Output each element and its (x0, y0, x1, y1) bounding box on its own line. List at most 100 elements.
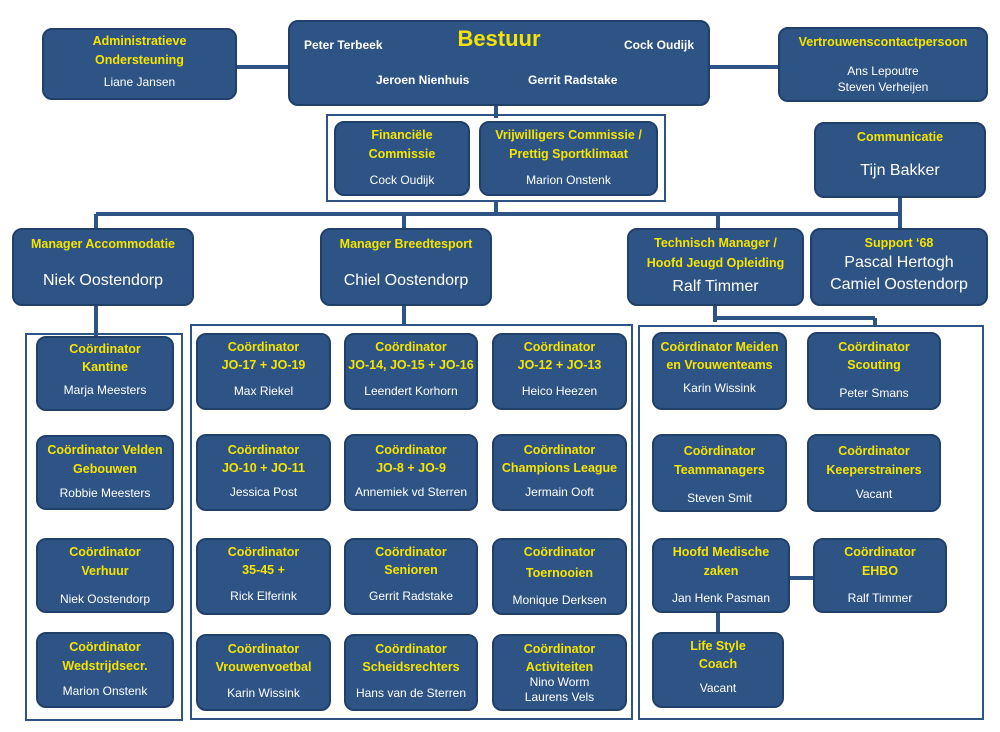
bestuur-member: Gerrit Radstake (528, 73, 618, 87)
person-name: Laurens Vels (524, 690, 595, 704)
person-name: Nino Worm (529, 675, 590, 689)
person-name: Jermain Ooft (525, 485, 594, 499)
person-name: Robbie Meesters (59, 486, 151, 500)
person-name: Marja Meesters (63, 383, 147, 397)
coordinator-jo8-jo9-box: Coördinator JO-8 + JO-9 Annemiek vd Ster… (344, 434, 478, 511)
person-name: Annemiek vd Sterren (354, 485, 468, 499)
box-title: Coördinator (523, 443, 596, 457)
person-name: Cock Oudijk (369, 173, 435, 187)
box-title: Coördinator (683, 444, 756, 458)
box-title: Hoofd Medische (672, 545, 770, 559)
person-name: Ralf Timmer (672, 278, 759, 295)
coordinator-teammanagers-box: Coördinator Teammanagers Steven Smit (652, 434, 787, 512)
box-title: JO-10 + JO-11 (221, 461, 306, 475)
box-title: Coördinator (375, 642, 447, 656)
person-name: Liane Jansen (103, 75, 176, 89)
manager-accommodatie-box: Manager Accommodatie Niek Oostendorp (12, 228, 194, 306)
coordinator-35-45-box: Coördinator 35-45 + Rick Elferink (196, 538, 331, 615)
coordinator-jo12-jo13-box: Coördinator JO-12 + JO-13 Heico Heezen (492, 333, 627, 410)
manager-breedtesport-box: Manager Breedtesport Chiel Oostendorp (320, 228, 492, 306)
box-title: Prettig Sportklimaat (509, 147, 628, 161)
box-title: Coördinator (227, 443, 300, 457)
box-title: Technisch Manager / (654, 236, 777, 250)
person-name: Vacant (855, 487, 893, 501)
support-68-box: Support ‘68 Pascal Hertogh Camiel Oosten… (810, 228, 988, 306)
coordinator-ehbo-box: Coördinator EHBO Ralf Timmer (813, 538, 947, 613)
person-name: Niek Oostendorp (42, 272, 164, 289)
coordinator-meiden-vrouwenteams-box: Coördinator Meiden en Vrouwenteams Karin… (652, 332, 787, 410)
box-title: Senioren (384, 563, 438, 577)
box-title: Scouting (847, 358, 901, 372)
box-title: Communicatie (856, 130, 944, 144)
box-title: Coördinator (69, 640, 141, 654)
accommodatie-coordinators-group (25, 333, 183, 721)
communicatie-box: Communicatie Tijn Bakker (814, 122, 986, 198)
box-title: Coördinator (375, 443, 447, 457)
box-title: Coördinator (838, 340, 910, 354)
bestuur-member: Cock Oudijk (623, 38, 694, 52)
coordinator-activiteiten-box: Coördinator Activiteiten Nino Worm Laure… (492, 634, 627, 711)
box-title: Coördinator (523, 545, 596, 559)
person-name: Ans Lepoutre (847, 64, 919, 78)
box-title: Coördinator Meiden (660, 340, 779, 354)
box-title: EHBO (861, 564, 899, 578)
coordinator-senioren-box: Coördinator Senioren Gerrit Radstake (344, 538, 478, 615)
coordinator-wedstrijdsecr-box: Coördinator Wedstrijdsecr. Marion Onsten… (36, 632, 174, 708)
box-title: Coördinator (375, 545, 447, 559)
coordinator-jo10-jo11-box: Coördinator JO-10 + JO-11 Jessica Post (196, 434, 331, 511)
person-name: Tijn Bakker (860, 162, 940, 179)
box-title: Manager Accommodatie (30, 237, 176, 251)
person-name: Marion Onstenk (62, 684, 148, 698)
box-title: Teammanagers (674, 463, 765, 477)
person-name: Chiel Oostendorp (343, 272, 469, 289)
box-title: Toernooien (525, 566, 594, 580)
coordinator-jo17-jo19-box: Coördinator JO-17 + JO-19 Max Riekel (196, 333, 331, 410)
box-title: JO-8 + JO-9 (376, 461, 446, 475)
administratieve-ondersteuning-box: Administratieve Ondersteuning Liane Jans… (42, 28, 237, 100)
technisch-coordinators-group (638, 325, 984, 720)
commissies-group (326, 114, 666, 202)
coordinator-kantine-box: Coördinator Kantine Marja Meesters (36, 336, 174, 411)
person-name: Marion Onstenk (526, 173, 611, 187)
box-title: Activiteiten (525, 660, 594, 674)
box-title: Vrijwilligers Commissie / (495, 128, 642, 142)
person-name: Niek Oostendorp (59, 592, 151, 606)
coordinator-toernooien-box: Coördinator Toernooien Monique Derksen (492, 538, 627, 615)
box-title: Coördinator (227, 340, 300, 354)
coordinator-scheidsrechters-box: Coördinator Scheidsrechters Hans van de … (344, 634, 478, 711)
box-title: Kantine (82, 360, 128, 374)
box-title: Coördinator Velden (47, 443, 163, 457)
box-title: Coördinator (523, 340, 596, 354)
technisch-manager-box: Technisch Manager / Hoofd Jeugd Opleidin… (627, 228, 804, 306)
box-title: Coördinator (838, 444, 910, 458)
bestuur-member: Peter Terbeek (304, 38, 383, 52)
box-title: Life Style (690, 639, 746, 653)
box-title: zaken (703, 564, 739, 578)
person-name: Leendert Korhorn (364, 384, 458, 398)
box-title: Coördinator (523, 642, 596, 656)
coordinator-vrouwenvoetbal-box: Coördinator Vrouwenvoetbal Karin Wissink (196, 634, 331, 711)
box-title: Keeperstrainers (826, 463, 922, 477)
person-name: Hans van de Sterren (355, 686, 467, 700)
box-title: Verhuur (81, 564, 129, 578)
person-name: Camiel Oostendorp (830, 276, 968, 293)
person-name: Ralf Timmer (847, 591, 913, 605)
person-name: Vacant (699, 681, 737, 695)
box-title: Commissie (368, 147, 436, 161)
coordinator-velden-gebouwen-box: Coördinator Velden Gebouwen Robbie Meest… (36, 435, 174, 510)
box-title: Financiële (371, 128, 433, 142)
box-title: Wedstrijdsecr. (62, 659, 148, 673)
financiele-commissie-box: Financiële Commissie Cock Oudijk (334, 121, 470, 196)
coordinator-champions-league-box: Coördinator Champions League Jermain Oof… (492, 434, 627, 511)
person-name: Pascal Hertogh (844, 254, 954, 271)
box-title: JO-12 + JO-13 (517, 358, 602, 372)
box-title: Coördinator (844, 545, 916, 559)
box-title: Vertrouwenscontactpersoon (798, 35, 968, 49)
coordinator-jo14-jo16-box: Coördinator JO-14, JO-15 + JO-16 Leender… (344, 333, 478, 410)
box-title: Coördinator (375, 340, 447, 354)
box-title: Scheidsrechters (362, 660, 460, 674)
bestuur-member: Jeroen Nienhuis (376, 73, 470, 87)
person-name: Heico Heezen (521, 384, 598, 398)
box-title: Champions League (501, 461, 618, 475)
